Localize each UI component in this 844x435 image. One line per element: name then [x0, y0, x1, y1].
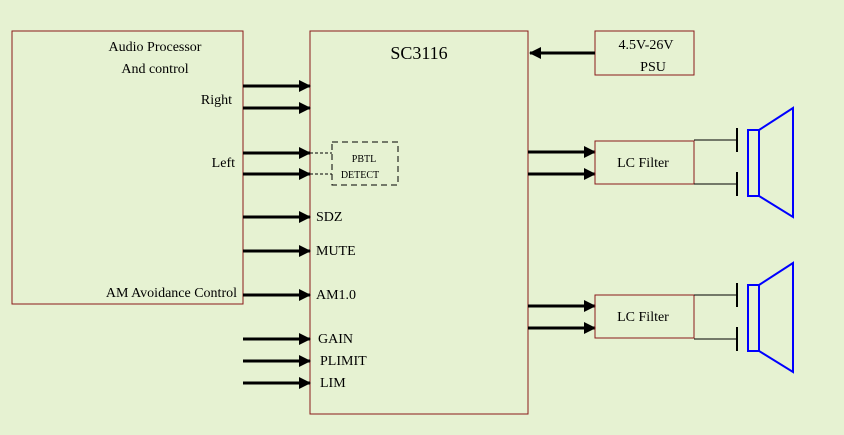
speaker-1-icon [694, 106, 794, 219]
psu-block: 4.5V-26V PSU [529, 30, 695, 76]
pin-am-label: AM1.0 [316, 288, 356, 303]
audio-processor-title-line1: Audio Processor [109, 40, 202, 55]
speaker-2-magnet [747, 284, 760, 352]
lc-filter-2-label: LC Filter [617, 310, 669, 325]
speaker-1-magnet [747, 129, 760, 197]
pin-lim-label: LIM [320, 376, 346, 391]
lc-filter-2-box [594, 294, 695, 339]
lc-filter-2: LC Filter [594, 294, 695, 339]
audio-processor-title-line2: And control [121, 62, 188, 77]
audio-processor-box [11, 30, 244, 305]
lc-filter-1-label: LC Filter [617, 156, 669, 171]
speaker-2-cone [758, 261, 794, 374]
psu-voltage-label: 4.5V-26V [618, 38, 673, 53]
psu-label: PSU [640, 60, 666, 75]
output-arrows [528, 146, 596, 334]
chip-title: SC3116 [390, 43, 447, 63]
lc-filter-1: LC Filter [594, 140, 695, 185]
pbtl-detect-box [331, 141, 399, 186]
left-channel-label: Left [212, 156, 235, 171]
pin-plimit-label: PLIMIT [320, 354, 367, 369]
lc-filter-1-box [594, 140, 695, 185]
speaker-2-icon [694, 261, 794, 374]
pbtl-detect-label: DETECT [341, 170, 379, 181]
input-arrows [243, 80, 311, 389]
pbtl-label: PBTL [352, 154, 376, 165]
audio-processor-block: Audio Processor And control Right Left A… [11, 30, 244, 305]
chip-block: SC3116 SDZ MUTE AM1.0 GAIN PLIMIT LIM [309, 30, 529, 415]
pin-gain-label: GAIN [318, 332, 353, 347]
pin-mute-label: MUTE [316, 244, 356, 259]
pin-sdz-label: SDZ [316, 210, 342, 225]
right-channel-label: Right [201, 93, 232, 108]
speaker-1-cone [758, 106, 794, 219]
pbtl-detect-block: PBTL DETECT [310, 141, 399, 186]
am-avoidance-label: AM Avoidance Control [106, 286, 237, 301]
